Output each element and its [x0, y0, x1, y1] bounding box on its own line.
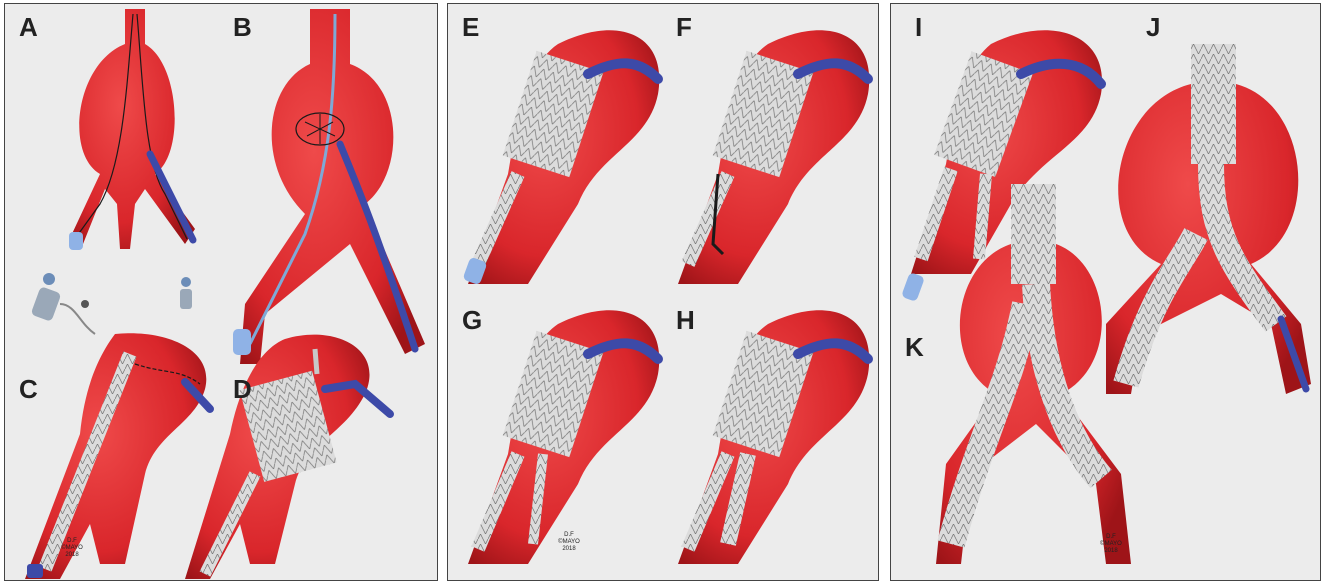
- figure-e-aorta: [463, 30, 663, 284]
- figure-g-aorta: [468, 310, 663, 564]
- figure-f-aorta: [678, 30, 873, 284]
- figure-j-aorta: [1106, 44, 1311, 394]
- figure-label-h: H: [676, 305, 695, 335]
- figure-label-e: E: [462, 12, 480, 42]
- figure-h-aorta: [678, 310, 873, 564]
- figure-label-k: K: [905, 332, 924, 362]
- figure-a-devices: [31, 273, 192, 335]
- figure-label-d: D: [233, 374, 252, 404]
- figure-k-aorta: [936, 184, 1131, 564]
- artist-signature: D.F ©MAYO 2018: [558, 532, 580, 552]
- panel-3: I J K D.F ©MAYO 2018: [890, 3, 1321, 581]
- figure-label-i: I: [915, 12, 923, 42]
- panel-1: A B C D D.F ©MAYO 2018: [4, 3, 438, 581]
- artist-signature: D.F ©MAYO 2018: [1100, 534, 1122, 554]
- figure-c-aorta: [25, 333, 214, 579]
- figure-label-f: F: [676, 12, 692, 42]
- figure-a-aorta: [69, 9, 197, 250]
- figure-d-aorta: [185, 334, 394, 579]
- panel-2-illustration: [463, 30, 873, 564]
- panel-1-illustration: [25, 9, 425, 579]
- figure-label-j: J: [1146, 12, 1161, 42]
- panel-2: E F G H D.F ©MAYO 2018: [447, 3, 879, 581]
- artist-signature: D.F ©MAYO 2018: [61, 538, 83, 558]
- figure-b-aorta: [233, 9, 425, 364]
- figure-label-c: C: [19, 374, 38, 404]
- figure-label-b: B: [233, 12, 252, 42]
- panel-3-illustration: [902, 30, 1311, 564]
- figure-label-g: G: [462, 305, 483, 335]
- figure-i-aorta: [902, 30, 1106, 301]
- figure-label-a: A: [19, 12, 38, 42]
